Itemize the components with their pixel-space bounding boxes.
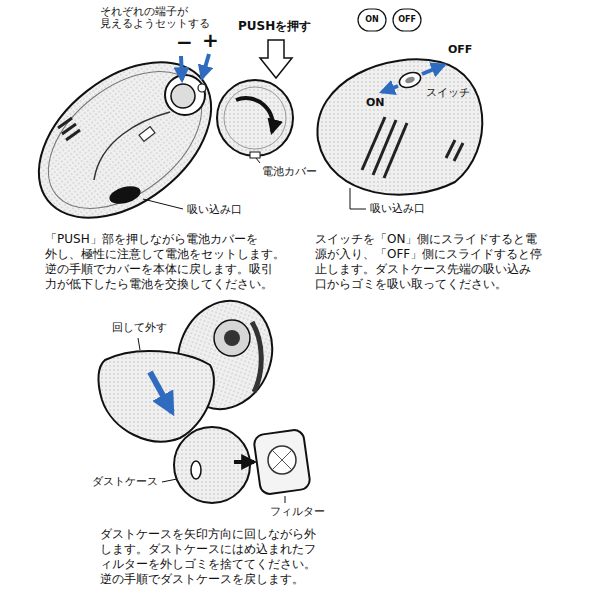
leader-line — [138, 338, 140, 350]
filter — [253, 429, 311, 495]
part-label: 電池カバー — [262, 166, 317, 179]
instruction-note: それぞれの端子が 見えるようセットする — [100, 6, 230, 30]
instruction-text: 「PUSH」部を押しながら電池カバーを 外し、極性に注意して電池をセットします。… — [45, 232, 291, 292]
cover-rim — [224, 87, 286, 149]
switch-knob — [404, 75, 415, 84]
leader-line — [350, 188, 366, 209]
switch-position-label: OFF — [448, 44, 472, 57]
body-opening-core — [224, 330, 240, 346]
battery-terminal — [198, 84, 206, 92]
switch-icon — [358, 9, 386, 31]
action-label: 回して外す — [112, 322, 167, 335]
part-label: 吸い込み口 — [187, 204, 242, 217]
filter-mesh — [268, 446, 296, 474]
filter-mesh-line — [272, 450, 292, 470]
switch-icon — [393, 9, 421, 31]
cleaner-body — [10, 31, 241, 249]
body-opening — [214, 320, 250, 356]
part-label: 吸い込み口 — [370, 203, 425, 216]
filter-mesh-line — [272, 450, 292, 470]
off-arrow — [422, 65, 444, 74]
leader-line — [256, 158, 260, 163]
cover-tab — [250, 152, 260, 158]
vent-slot — [362, 117, 385, 170]
turn-arrow — [236, 98, 273, 132]
switch-icon-label: ON — [365, 15, 379, 24]
battery-compartment — [165, 75, 205, 115]
vent-slot — [446, 140, 455, 158]
polarity-sign: + — [202, 29, 219, 52]
slide-switch — [397, 70, 422, 91]
part-label: ダストケース — [92, 476, 158, 489]
leader-line — [285, 496, 286, 503]
dust-case — [174, 427, 250, 503]
suction-mouth — [107, 183, 142, 207]
part-label: スイッチ — [426, 87, 470, 100]
terminal-arrow — [202, 54, 209, 78]
rotate-arrow — [150, 372, 172, 412]
vent-slot — [384, 123, 407, 178]
part-label: フィルター — [270, 506, 325, 519]
instruction-text: ダストケースを矢印方向に回しながら外 します。ダストケースにはめ込まれたフ ィル… — [100, 527, 346, 587]
vent-slot — [252, 322, 261, 392]
polarity-sign: − — [176, 31, 193, 54]
switch-icon-label: OFF — [398, 15, 416, 24]
leader-line — [143, 199, 183, 209]
inner-wire — [94, 112, 170, 180]
battery-cover — [217, 80, 293, 156]
battery — [171, 84, 195, 108]
switch-position-label: ON — [366, 97, 385, 110]
vent-slot — [62, 124, 76, 134]
instruction-text: スイッチを「ON」側にスライドすると電 源が入り、「OFF」側にスライドすると停… — [315, 232, 561, 292]
dust-case — [98, 351, 213, 442]
vent-slot — [373, 120, 396, 175]
insert-arrow — [234, 460, 254, 464]
on-arrow — [382, 86, 398, 92]
case-slot — [191, 461, 201, 479]
vent-slot — [454, 143, 463, 161]
push-arrow — [260, 40, 292, 78]
leader-line — [162, 479, 177, 482]
vent-slot — [58, 118, 72, 128]
terminal-arrow — [181, 56, 182, 80]
action-label: PUSHを押す — [238, 20, 311, 34]
cleaner-body — [317, 59, 482, 194]
inner-switch — [139, 127, 155, 142]
vent-slot — [66, 130, 80, 140]
